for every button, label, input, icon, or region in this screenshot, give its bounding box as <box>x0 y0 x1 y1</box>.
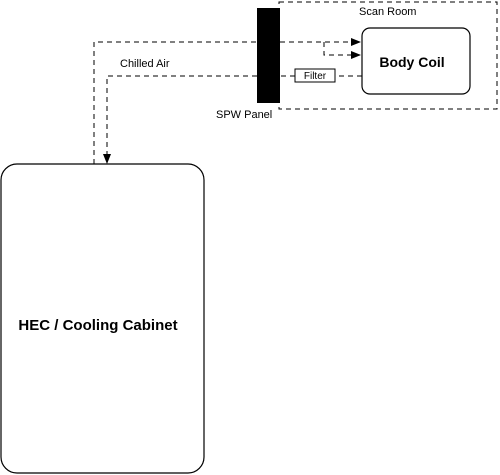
spw-panel-label: SPW Panel <box>216 109 272 121</box>
filter-label: Filter <box>304 71 327 82</box>
chilled-air-label: Chilled Air <box>120 58 170 70</box>
supply-duct-line <box>93 41 257 164</box>
return-duct-line <box>103 75 257 164</box>
cooling-cabinet-box <box>0 163 205 474</box>
spw-panel <box>257 8 280 103</box>
filter-box <box>294 68 336 83</box>
scan-room-label: Scan Room <box>359 6 416 18</box>
supply-duct-branch <box>323 42 361 59</box>
cooling-cabinet-label: HEC / Cooling Cabinet <box>18 317 177 334</box>
body-coil-label: Body Coil <box>379 54 444 70</box>
body-coil-box <box>361 27 471 95</box>
